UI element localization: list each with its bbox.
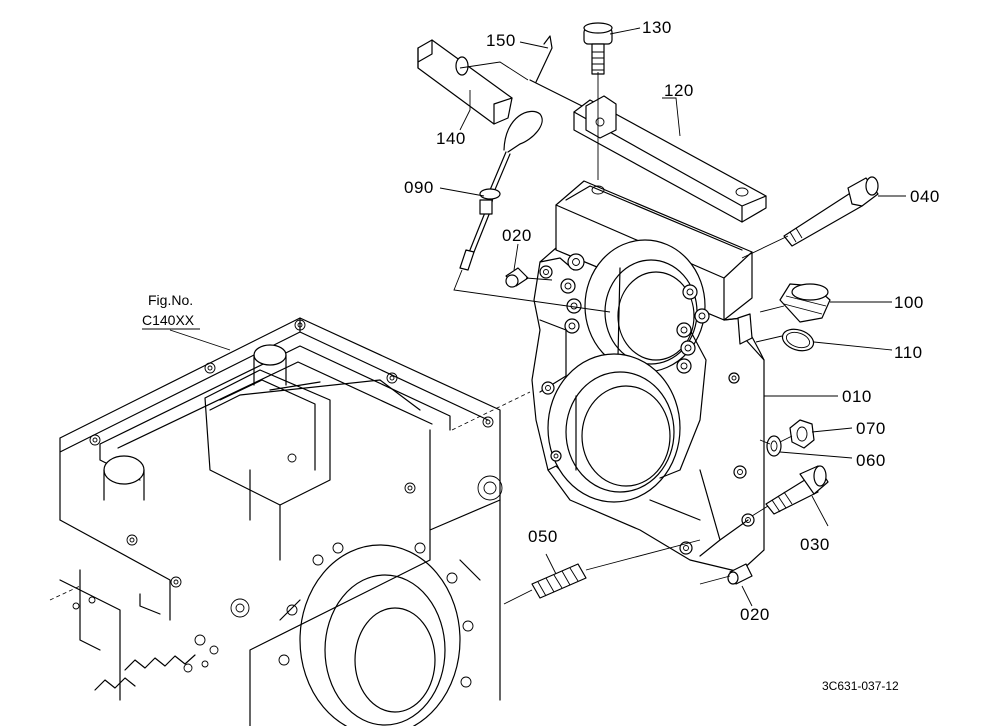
- label-030[interactable]: 030: [800, 535, 830, 554]
- bolt-030: [765, 465, 829, 515]
- drawing-code: 3C631-037-12: [822, 679, 899, 693]
- figure-reference: Fig.No. C140XX: [142, 292, 200, 330]
- label-070[interactable]: 070: [856, 419, 886, 438]
- pin-020-upper: [505, 267, 529, 288]
- plug-100: [779, 283, 831, 323]
- bolt-130: [583, 22, 613, 75]
- label-020-upper[interactable]: 020: [502, 226, 532, 245]
- label-120[interactable]: 120: [664, 81, 694, 100]
- label-110[interactable]: 110: [894, 343, 923, 362]
- part-labels: 150 130 120 140 090 040 020 100 110 010 …: [404, 18, 940, 624]
- assembly-lines: [49, 61, 793, 605]
- label-130[interactable]: 130: [642, 18, 672, 37]
- label-020-lower[interactable]: 020: [740, 605, 770, 624]
- stud-050: [531, 563, 587, 599]
- figure-ref-title: Fig.No.: [148, 292, 193, 308]
- pin-150: [529, 35, 591, 111]
- figure-ref-number[interactable]: C140XX: [142, 312, 195, 328]
- dipstick-090: [459, 110, 543, 271]
- transmission-case: [59, 317, 503, 726]
- label-010[interactable]: 010: [842, 387, 872, 406]
- housing-010: [531, 180, 765, 573]
- label-140[interactable]: 140: [436, 129, 466, 148]
- label-050[interactable]: 050: [528, 527, 558, 546]
- o-ring-110: [781, 328, 815, 352]
- label-090[interactable]: 090: [404, 178, 434, 197]
- leader-lines: [169, 27, 906, 607]
- pin-020-lower: [727, 563, 753, 585]
- nut-070: [789, 419, 815, 449]
- label-060[interactable]: 060: [856, 451, 886, 470]
- label-150[interactable]: 150: [486, 31, 516, 50]
- plate-140: [417, 39, 513, 125]
- bolt-040: [783, 176, 879, 247]
- label-040[interactable]: 040: [910, 187, 940, 206]
- bar-120: [573, 95, 767, 223]
- label-100[interactable]: 100: [894, 293, 924, 312]
- washer-060: [766, 435, 782, 457]
